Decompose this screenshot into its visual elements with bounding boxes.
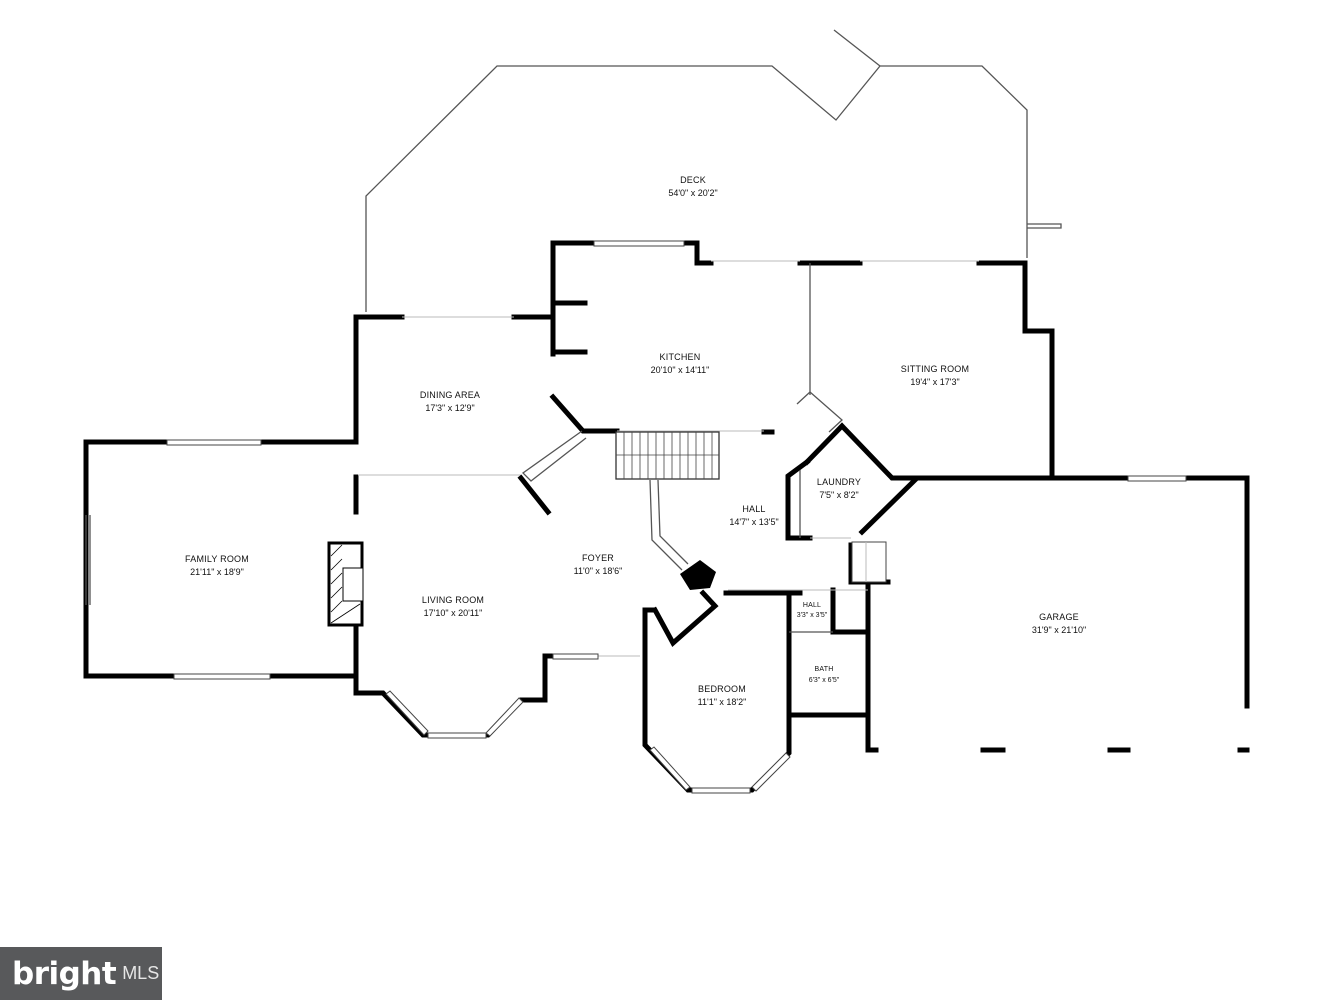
room-name-bedroom: BEDROOM	[698, 684, 746, 694]
room-name-hall: HALL	[742, 504, 765, 514]
room-name-hall-small: HALL	[803, 602, 821, 609]
room-dims-foyer: 11'0" x 18'6"	[574, 566, 623, 576]
interior-lines	[85, 260, 979, 657]
room-dims-hall: 14'7" x 13'5"	[729, 517, 778, 527]
logo-brand: bright	[12, 955, 117, 992]
room-name-kitchen: KITCHEN	[660, 352, 701, 362]
room-dims-bedroom: 11'1" x 18'2"	[698, 697, 747, 707]
room-dims-kitchen: 20'10" x 14'11"	[651, 365, 710, 375]
room-dims-hall-small: 3'3" x 3'5"	[797, 612, 828, 619]
room-dims-laundry: 7'5" x 8'2"	[819, 490, 858, 500]
bright-mls-logo: bright MLS	[0, 947, 162, 1000]
deck-outline	[365, 29, 1062, 312]
room-dims-family: 21'11" x 18'9"	[190, 567, 244, 577]
room-dims-deck: 54'0" x 20'2"	[668, 188, 717, 198]
logo-suffix: MLS	[122, 963, 160, 983]
room-name-family: FAMILY ROOM	[185, 554, 249, 564]
room-labels: DECK 54'0" x 20'2" KITCHEN 20'10" x 14'1…	[185, 175, 1086, 707]
room-name-laundry: LAUNDRY	[817, 477, 861, 487]
room-dims-dining: 17'3" x 12'9"	[425, 403, 474, 413]
room-name-dining: DINING AREA	[420, 390, 480, 400]
windows	[166, 240, 1187, 794]
room-name-garage: GARAGE	[1039, 612, 1079, 622]
room-name-sitting: SITTING ROOM	[901, 364, 969, 374]
room-dims-garage: 31'9" x 21'10"	[1032, 625, 1086, 635]
room-name-living: LIVING ROOM	[422, 595, 484, 605]
room-name-bath: BATH	[815, 666, 834, 673]
walls	[83, 240, 1250, 793]
room-name-deck: DECK	[680, 175, 706, 185]
room-dims-living: 17'10" x 20'11"	[424, 608, 483, 618]
room-name-foyer: FOYER	[582, 553, 614, 563]
room-dims-bath: 6'3" x 6'5"	[809, 677, 840, 684]
room-dims-sitting: 19'4" x 17'3"	[910, 377, 959, 387]
